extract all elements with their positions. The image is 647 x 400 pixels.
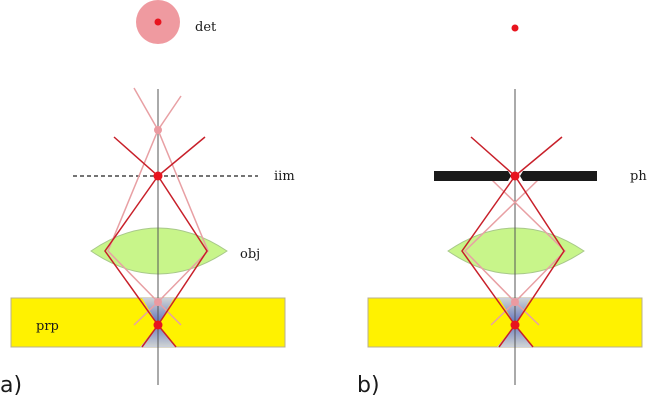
focus-object-point xyxy=(510,320,520,330)
detector-label: det xyxy=(195,20,217,35)
focus-ray-left xyxy=(113,136,208,348)
panel-b: ph b) xyxy=(357,24,647,398)
defocus-ray-left xyxy=(490,179,567,326)
pinhole-right-blade xyxy=(520,171,597,181)
intermediate-image-label: iim xyxy=(274,169,295,184)
defocus-ray-right xyxy=(107,95,182,326)
preparation-label: prp xyxy=(36,319,59,334)
focus-ray-right xyxy=(104,136,206,348)
pinhole-left-blade xyxy=(434,171,511,181)
detector-focus-point xyxy=(511,24,519,32)
defocus-object-point xyxy=(154,298,162,306)
focus-image-point xyxy=(153,171,163,181)
pinhole-label: ph xyxy=(630,169,647,184)
focus-ray-right xyxy=(461,136,563,348)
defocus-ray-right xyxy=(463,179,540,326)
objective-label: obj xyxy=(240,247,260,262)
detector-focus-point xyxy=(154,18,162,26)
defocus-object-point xyxy=(511,298,519,306)
panel-b-label: b) xyxy=(357,373,380,398)
focus-image-point xyxy=(510,171,520,181)
objective-lens xyxy=(90,227,228,275)
panel-a: det prp obj iim a) xyxy=(0,0,295,398)
defocus-ray-left xyxy=(133,87,209,326)
focus-object-point xyxy=(153,320,163,330)
objective-lens xyxy=(447,227,585,275)
focus-ray-left xyxy=(470,136,565,348)
defocus-image-point xyxy=(154,126,162,134)
panel-a-label: a) xyxy=(0,373,22,398)
